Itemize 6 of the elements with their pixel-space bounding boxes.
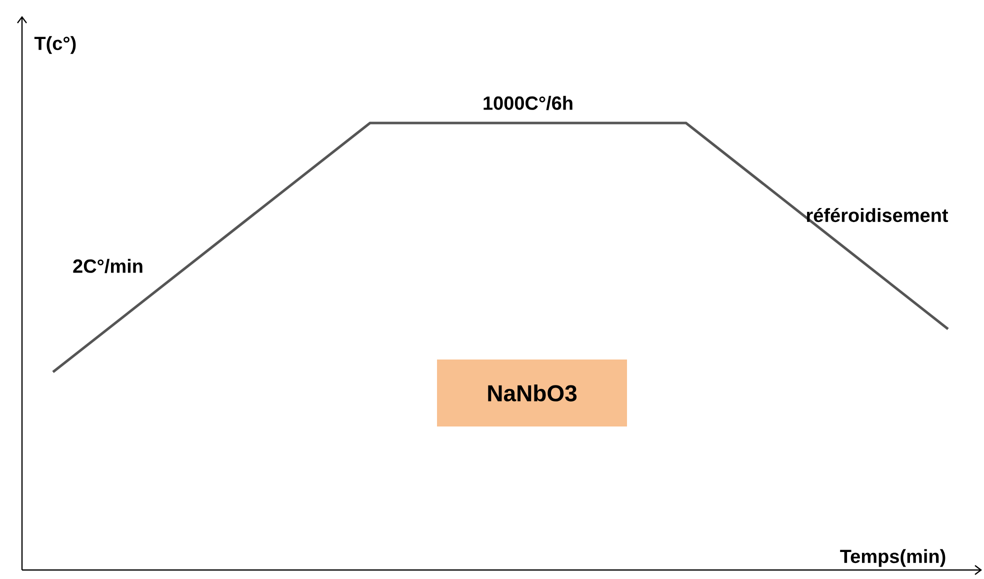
axis-label: Temps(min) xyxy=(840,549,946,567)
label-box: NaNbO3 xyxy=(437,360,627,426)
plateau-label: 1000C°/6h xyxy=(484,96,572,110)
axis-label: T(c°) xyxy=(34,36,76,54)
rate-label: 2C°/min xyxy=(73,258,142,274)
stage-label: référoidisement xyxy=(807,208,948,222)
